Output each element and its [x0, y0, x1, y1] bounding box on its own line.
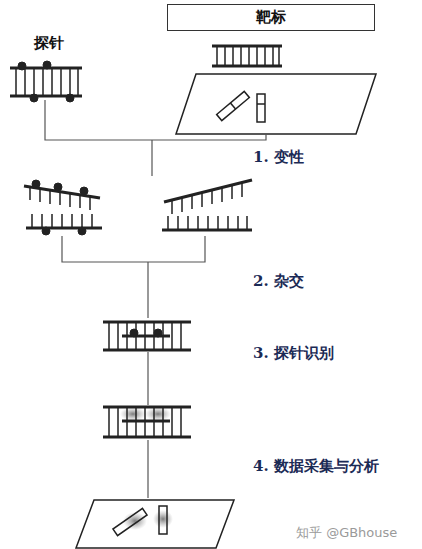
slide [176, 74, 376, 134]
watermark: 知乎 @GBhouse [296, 524, 397, 542]
denatured-target [162, 180, 252, 230]
probe-dna [10, 61, 82, 102]
probe-label: 探针 [34, 34, 64, 53]
box-text: 靶标 [256, 8, 286, 27]
step-label: 3. 探针识别 [253, 344, 334, 363]
step-label: 2. 杂交 [253, 272, 304, 291]
step-label: 1. 变性 [253, 148, 304, 167]
denatured-probe [24, 180, 102, 235]
step-label: 4. 数据采集与分析 [253, 457, 379, 476]
target-box: 靶标 [167, 4, 375, 31]
signal-dna [103, 407, 191, 437]
target-dna [212, 46, 282, 66]
flow-lines [45, 100, 266, 498]
result-slide [76, 500, 234, 548]
hybrid-dna [103, 322, 191, 350]
